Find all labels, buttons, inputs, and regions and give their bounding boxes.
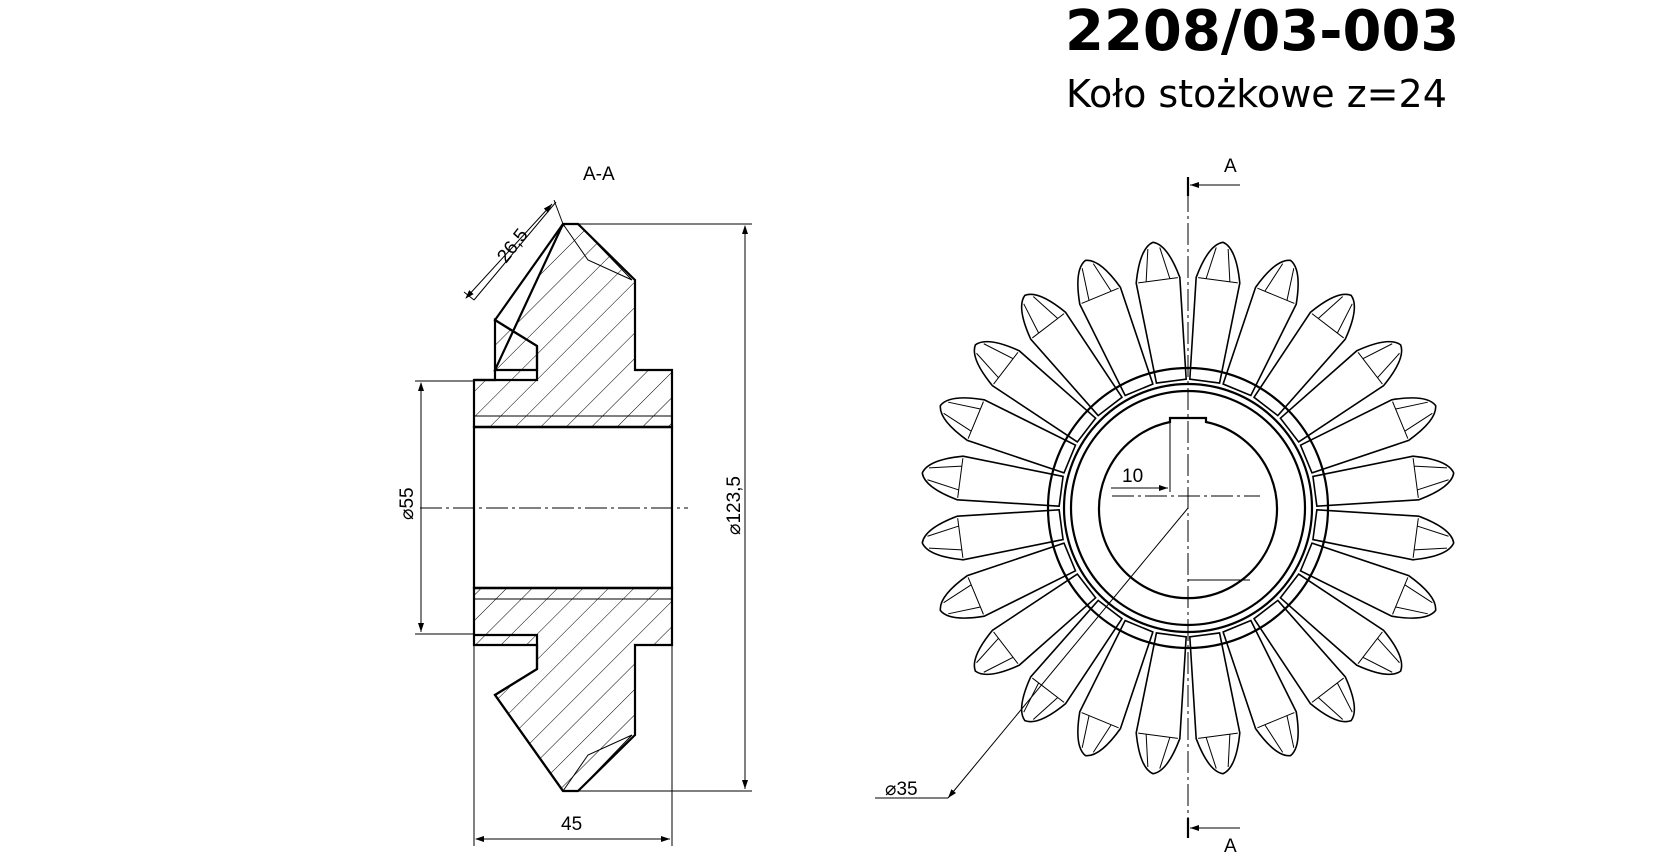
dim-hub-length: 45 [561, 814, 582, 835]
section-label: A-A [583, 164, 615, 185]
dim-bore-diameter: ⌀55 [397, 487, 418, 520]
gear-tooth [1135, 632, 1188, 775]
gear-tooth [1135, 241, 1188, 384]
drawing-number: 2208/03-003 [1065, 0, 1459, 64]
gear-tooth [1222, 259, 1299, 397]
gear-tooth [921, 508, 1064, 561]
gear-tooth [939, 542, 1077, 619]
section-view: A-A 26,5 ⌀55 ⌀123,5 [397, 164, 752, 846]
dim-outer-diameter: ⌀123,5 [724, 476, 745, 535]
part-name: Koło stożkowe z=24 [1066, 72, 1447, 116]
dim-shaft-diameter: ⌀35 [885, 779, 918, 800]
gear-tooth [939, 397, 1077, 474]
cut-marker-top: A [1224, 156, 1237, 177]
gear-tooth [1188, 241, 1241, 384]
gear-tooth [1077, 619, 1154, 757]
gear-tooth [1299, 397, 1437, 474]
gear-tooth [1252, 599, 1356, 723]
gear-tooth [973, 340, 1097, 444]
gear-tooth [1020, 293, 1124, 417]
gear-tooth [1252, 293, 1356, 417]
gear-tooth [973, 572, 1097, 676]
gear-tooth [1222, 619, 1299, 757]
gear-tooth [1188, 632, 1241, 775]
gear-tooth [1279, 340, 1403, 444]
gear-tooth [1020, 599, 1124, 723]
dim-keyway-width: 10 [1122, 466, 1143, 487]
gear-tooth [1279, 572, 1403, 676]
gear-tooth [1299, 542, 1437, 619]
bore-with-keyway [1097, 416, 1279, 600]
cut-marker-bottom: A [1224, 836, 1237, 857]
gear-tooth [1312, 455, 1455, 508]
gear-teeth [921, 241, 1455, 775]
gear-tooth [921, 455, 1064, 508]
gear-tooth [1077, 259, 1154, 397]
gear-tooth [1312, 508, 1455, 561]
front-view: 10 ⌀35 A A [875, 156, 1455, 857]
